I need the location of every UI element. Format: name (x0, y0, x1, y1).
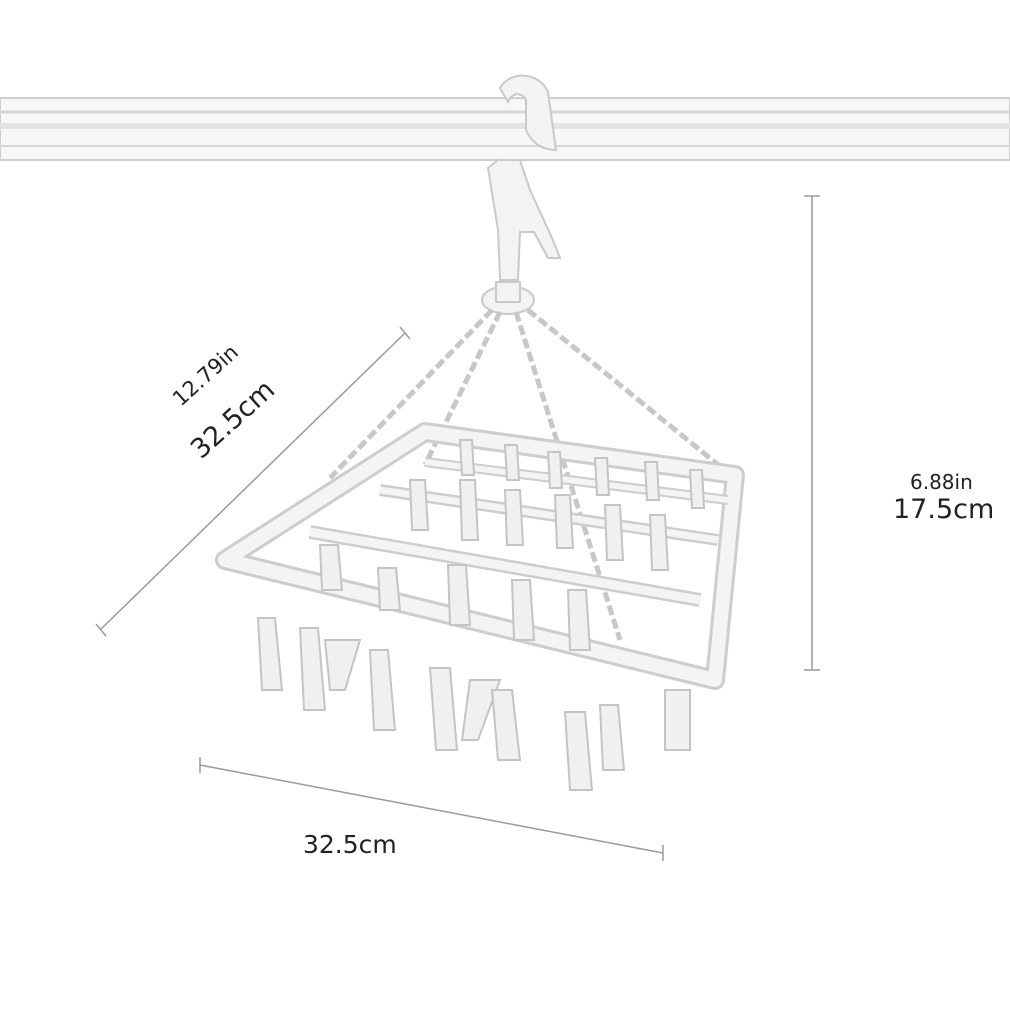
clothes-pins (256, 439, 706, 791)
hanger-frame (215, 422, 745, 690)
height-cm-label: 17.5cm (893, 494, 995, 525)
hook (481, 74, 562, 315)
height-inches-label: 6.88in (910, 470, 973, 494)
width-cm-label: 32.5cm (303, 830, 397, 859)
hanging-rail (0, 97, 1010, 161)
dimension-lines (95, 195, 820, 861)
